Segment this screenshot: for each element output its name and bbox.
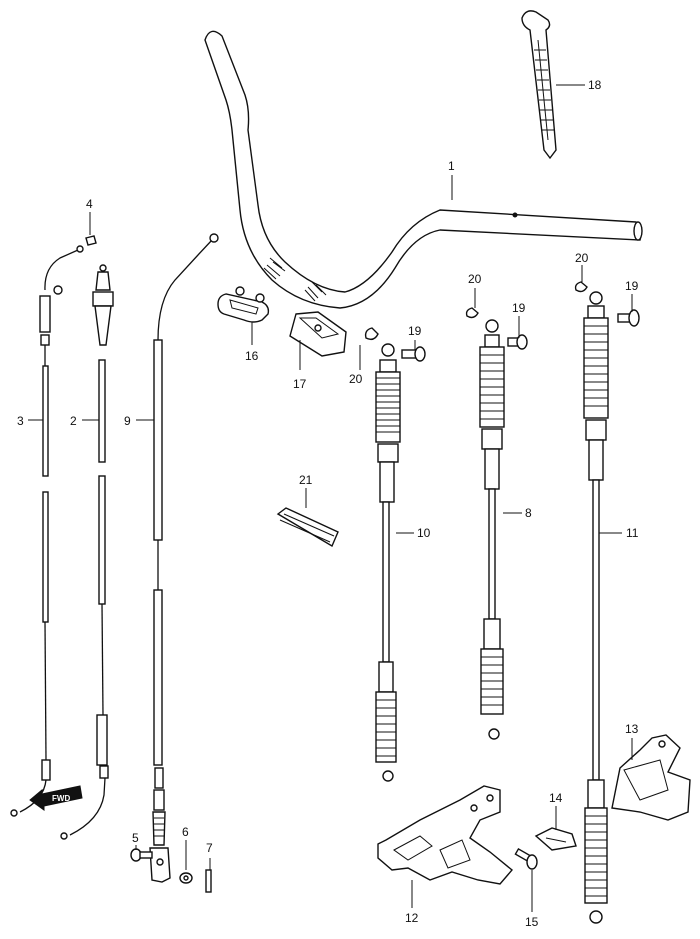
label-part-15: 15 (525, 915, 539, 929)
label-part-14: 14 (549, 791, 563, 805)
clip-part-4 (85, 235, 97, 246)
label-part-8: 8 (525, 506, 532, 520)
label-part-20b: 20 (468, 272, 482, 286)
handlebar (204, 30, 643, 309)
label-part-11: 11 (626, 526, 639, 540)
fwd-label: FWD (52, 794, 70, 803)
leader-lines (28, 84, 633, 912)
label-part-6: 6 (182, 825, 189, 839)
cable-part-3 (10, 245, 84, 817)
bracket-part-13 (611, 734, 691, 821)
callout-labels: 1 18 4 3 2 9 16 17 20 19 20 19 20 19 10 … (17, 78, 639, 929)
cable-part-2 (60, 264, 114, 840)
clip-part-14 (534, 827, 577, 851)
cable-part-8 (479, 319, 505, 740)
label-part-17: 17 (293, 377, 307, 391)
label-part-19c: 19 (625, 279, 639, 293)
label-part-19a: 19 (408, 324, 422, 338)
label-part-21: 21 (299, 473, 313, 487)
label-part-13: 13 (625, 722, 639, 736)
pin-part-19a (401, 346, 426, 362)
cable-part-9 (149, 233, 219, 883)
bracket-part-12 (377, 785, 513, 885)
circlip-part-20b (465, 307, 479, 319)
bolt-part-5 (130, 848, 153, 862)
circlip-part-20a (364, 327, 379, 341)
label-part-3: 3 (17, 414, 24, 428)
label-part-4: 4 (86, 197, 93, 211)
label-part-20c: 20 (575, 251, 589, 265)
label-part-12: 12 (405, 911, 419, 925)
label-part-1: 1 (448, 159, 455, 173)
label-part-10: 10 (417, 526, 431, 540)
label-part-9: 9 (124, 414, 131, 428)
pin-part-19c (617, 309, 640, 327)
label-part-5: 5 (132, 831, 139, 845)
cable-part-10 (375, 343, 401, 782)
fwd-arrow: FWD (29, 785, 83, 811)
label-part-2: 2 (70, 414, 77, 428)
pin-part-7 (205, 869, 212, 893)
label-part-20a: 20 (349, 372, 363, 386)
bolt-part-15 (514, 847, 538, 870)
circlip-part-20c (574, 281, 588, 293)
label-part-18: 18 (588, 78, 602, 92)
pin-part-19b (507, 334, 528, 350)
label-part-16: 16 (245, 349, 259, 363)
bracket-part-17 (289, 311, 347, 357)
cable-strap (521, 10, 557, 160)
label-part-7: 7 (206, 841, 213, 855)
pad-part-21 (276, 507, 339, 548)
washer-part-6 (179, 872, 193, 884)
label-part-19b: 19 (512, 301, 526, 315)
cable-part-11 (583, 291, 609, 924)
plate-part-16 (217, 286, 270, 323)
